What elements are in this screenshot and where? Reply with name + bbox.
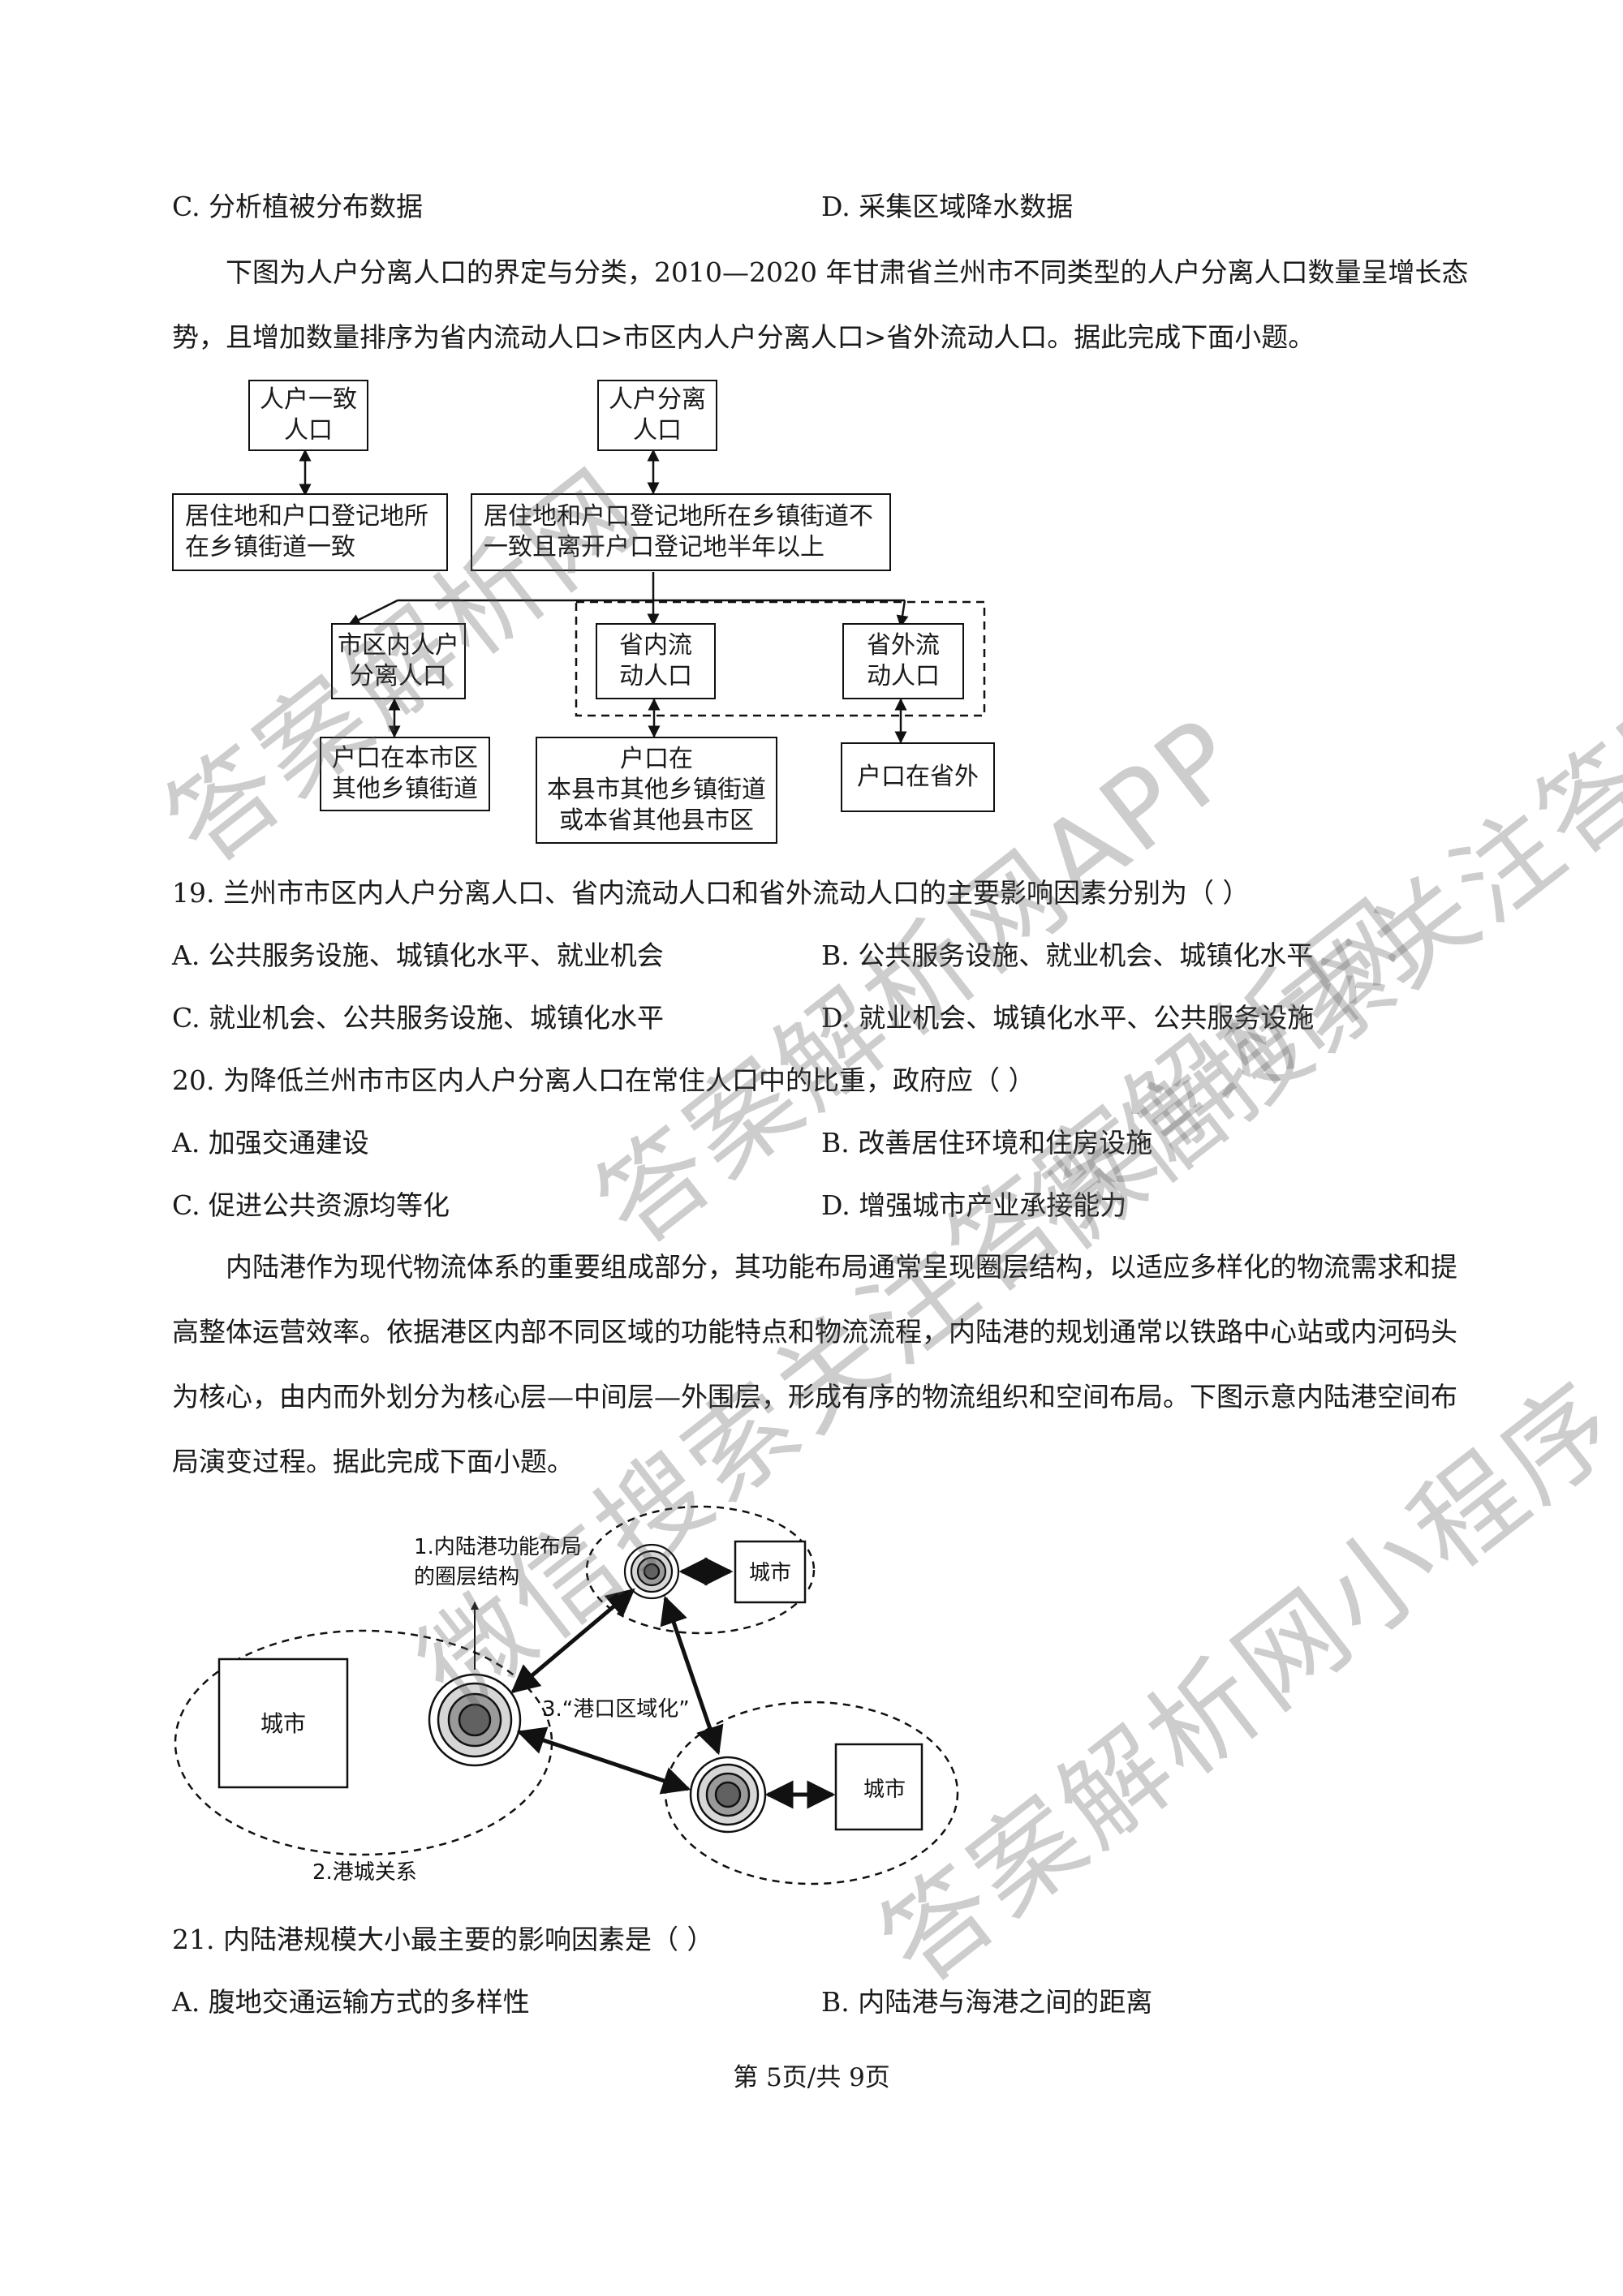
q20-stem: 20. 为降低兰州市市区内人户分离人口在常住人口中的比重，政府应（ ） xyxy=(172,1064,1035,1096)
box-in-province-definition: 户口在本县市其他乡镇街道或本省其他县市区 xyxy=(536,737,777,844)
box-consistent-definition: 居住地和户口登记地所在乡镇街道一致 xyxy=(172,493,448,571)
intro-paragraph-1: 下图为人户分离人口的界定与分类，2010—2020 年甘肃省兰州市不同类型的人户… xyxy=(172,256,1469,353)
q19-option-d: D. 就业机会、城镇化水平、公共服务设施 xyxy=(821,1002,1315,1034)
box-separated-population: 人户分离人口 xyxy=(597,380,717,451)
label-ring-structure-line2: 的圈层结构 xyxy=(414,1565,519,1589)
q19-option-c: C. 就业机会、公共服务设施、城镇化水平 xyxy=(172,1002,665,1034)
page-footer: 第 5页/共 9页 xyxy=(733,2063,890,2092)
box-consistent-population: 人户一致人口 xyxy=(248,380,368,451)
q20-option-c: C. 促进公共资源均等化 xyxy=(172,1189,450,1221)
city-label-big: 城市 xyxy=(260,1710,306,1737)
option-c-prev: C. 分析植被分布数据 xyxy=(172,191,424,222)
box-in-province: 省内流动人口 xyxy=(596,623,716,699)
label-port-regionalization: 3.“港口区域化” xyxy=(542,1697,690,1722)
label-ring-structure-line1: 1.内陆港功能布局 xyxy=(414,1535,582,1559)
port-circle-left xyxy=(428,1673,522,1767)
box-out-province-definition: 户口在省外 xyxy=(841,742,995,812)
q20-option-b: B. 改善居住环境和住房设施 xyxy=(821,1127,1153,1159)
port-city-region-top xyxy=(585,1505,816,1635)
q19-option-b: B. 公共服务设施、就业机会、城镇化水平 xyxy=(821,939,1314,971)
q21-stem: 21. 内陆港规模大小最主要的影响因素是（ ） xyxy=(172,1924,714,1955)
q19-stem: 19. 兰州市市区内人户分离人口、省内流动人口和省外流动人口的主要影响因素分别为… xyxy=(172,877,1250,909)
q21-option-b: B. 内陆港与海港之间的距离 xyxy=(821,1986,1153,2018)
city-square-big xyxy=(217,1658,349,1789)
q20-option-a: A. 加强交通建设 xyxy=(172,1127,369,1159)
city-square-top xyxy=(734,1540,807,1604)
flowchart-connectors xyxy=(299,449,986,744)
q19-option-a: A. 公共服务设施、城镇化水平、就业机会 xyxy=(172,939,664,971)
q21-option-a: A. 腹地交通运输方式的多样性 xyxy=(172,1986,530,2018)
q20-option-d: D. 增强城市产业承接能力 xyxy=(821,1189,1127,1221)
city-label-top: 城市 xyxy=(749,1561,791,1585)
city-square-right xyxy=(834,1743,923,1831)
box-out-province: 省外流动人口 xyxy=(842,623,964,699)
box-city-internal-definition: 户口在本市区其他乡镇街道 xyxy=(320,737,490,811)
box-city-internal: 市区内人户分离人口 xyxy=(331,623,466,699)
port-circle-right xyxy=(689,1756,767,1834)
city-label-right: 城市 xyxy=(863,1778,906,1802)
option-d-prev: D. 采集区域降水数据 xyxy=(821,191,1074,222)
label-port-city-relation: 2.港城关系 xyxy=(312,1860,417,1885)
box-separated-definition: 居住地和户口登记地所在乡镇街道不一致且离开户口登记地半年以上 xyxy=(471,493,891,571)
intro-paragraph-2: 内陆港作为现代物流体系的重要组成部分，其功能布局通常呈现圈层结构，以适应多样化的… xyxy=(172,1251,1457,1477)
port-circle-top xyxy=(623,1543,680,1600)
inland-port-diagram: 1.内陆港功能布局 的圈层结构 2.港城关系 3.“港口区域化” 城市 城市 城… xyxy=(174,1505,959,1885)
